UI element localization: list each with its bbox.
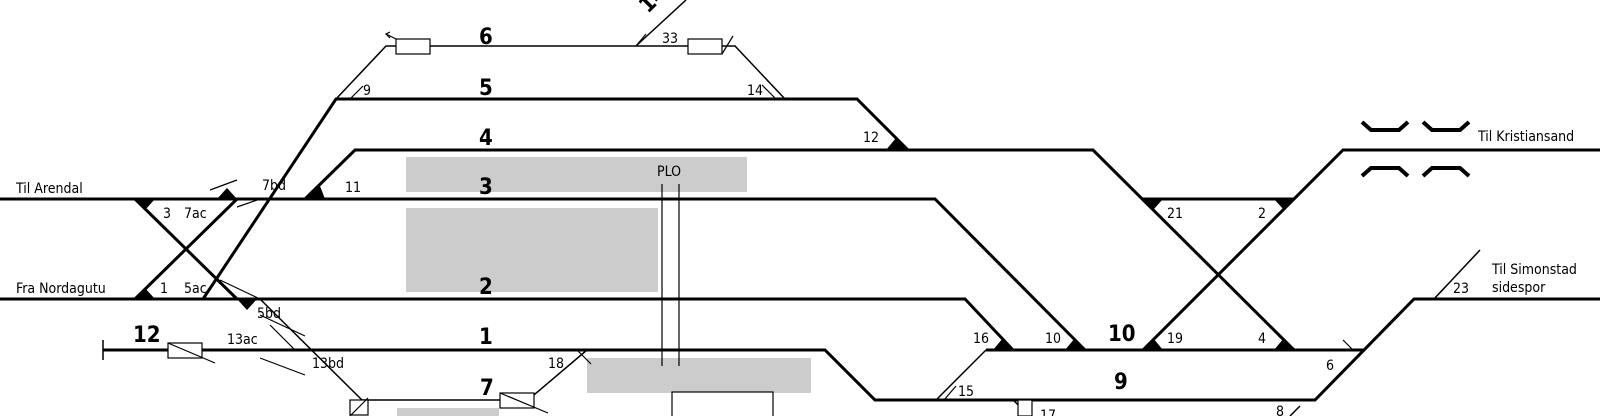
track-number-14: 14 <box>635 0 672 18</box>
track-6 <box>335 45 786 100</box>
switch-14: 14 <box>747 83 763 99</box>
main-tracks <box>0 97 1600 402</box>
track-number-1: 1 <box>479 325 493 350</box>
switch-18: 18 <box>548 356 564 372</box>
platform-7 <box>397 408 499 416</box>
label-til-kristiansand: Til Kristiansand <box>1477 129 1574 145</box>
switch-11: 11 <box>345 180 361 196</box>
switch-2: 2 <box>1258 206 1266 222</box>
signal-6-east <box>687 38 723 55</box>
platform-label: PLO <box>657 164 681 180</box>
track-number-6: 6 <box>479 25 493 50</box>
switch-numbers: 33 9 14 12 7bd 3 7ac 11 21 2 1 5ac 5bd 1… <box>160 31 1469 416</box>
track-number-2: 2 <box>479 275 493 300</box>
signal-6-west <box>395 38 431 55</box>
pedestrian-underpass <box>661 184 680 366</box>
track-crossing-b <box>133 197 239 301</box>
track-8 <box>1289 405 1301 416</box>
track-number-12: 12 <box>133 323 161 348</box>
switch-21: 21 <box>1167 206 1183 222</box>
switch-8: 8 <box>1276 404 1284 416</box>
station-building <box>671 391 774 416</box>
track-number-5: 5 <box>479 76 493 101</box>
track-4 <box>303 148 908 201</box>
track-14-spur <box>635 0 687 47</box>
switch-13ac: 13ac <box>227 332 258 348</box>
destination-labels: Til Arendal Fra Nordagutu Til Kristiansa… <box>15 129 1577 297</box>
switch-7bd: 7bd <box>262 178 286 194</box>
switch-19: 19 <box>1167 331 1183 347</box>
signals <box>167 31 1033 416</box>
track-9-spur <box>935 349 987 401</box>
switch-5bd: 5bd <box>257 306 281 322</box>
track-2 <box>0 297 1015 352</box>
label-til-simonstad: Til Simonstad <box>1491 262 1577 278</box>
track-1 <box>103 297 1600 402</box>
track-number-7: 7 <box>480 376 494 401</box>
bridge-marks <box>1360 120 1471 178</box>
track-5 <box>201 97 1296 352</box>
track-number-10: 10 <box>1108 322 1136 347</box>
switch-15: 15 <box>958 384 974 400</box>
track-7 <box>259 298 588 401</box>
label-sidespor: sidespor <box>1492 280 1546 296</box>
switch-4: 4 <box>1258 331 1266 347</box>
switch-9: 9 <box>363 83 371 99</box>
switch-16: 16 <box>973 331 989 347</box>
switch-10: 10 <box>1045 331 1061 347</box>
switch-6: 6 <box>1326 358 1334 374</box>
switch-33: 33 <box>662 31 678 47</box>
track-number-3: 3 <box>479 175 493 200</box>
switch-triangles <box>135 138 1294 350</box>
platform-3 <box>406 157 747 192</box>
switch-ticks <box>209 33 1447 401</box>
switch-5ac: 5ac <box>184 281 207 297</box>
switch-13bd: 13bd <box>312 356 344 372</box>
label-fra-nordagutu: Fra Nordagutu <box>16 281 106 297</box>
signal-17 <box>1017 399 1033 416</box>
secondary-tracks <box>102 0 1481 416</box>
switch-12: 12 <box>863 130 879 146</box>
switch-1: 1 <box>160 281 168 297</box>
platforms <box>397 157 811 416</box>
switch-23: 23 <box>1453 281 1469 297</box>
label-til-arendal: Til Arendal <box>15 181 83 197</box>
track-number-4: 4 <box>479 126 493 151</box>
switch-17: 17 <box>1040 408 1056 416</box>
switch-7ac: 7ac <box>184 206 207 222</box>
switch-3: 3 <box>163 206 171 222</box>
platform-1 <box>587 358 811 393</box>
platform-2-3 <box>406 208 658 292</box>
track-number-9: 9 <box>1114 370 1128 395</box>
track-kristiansand <box>1141 148 1600 352</box>
